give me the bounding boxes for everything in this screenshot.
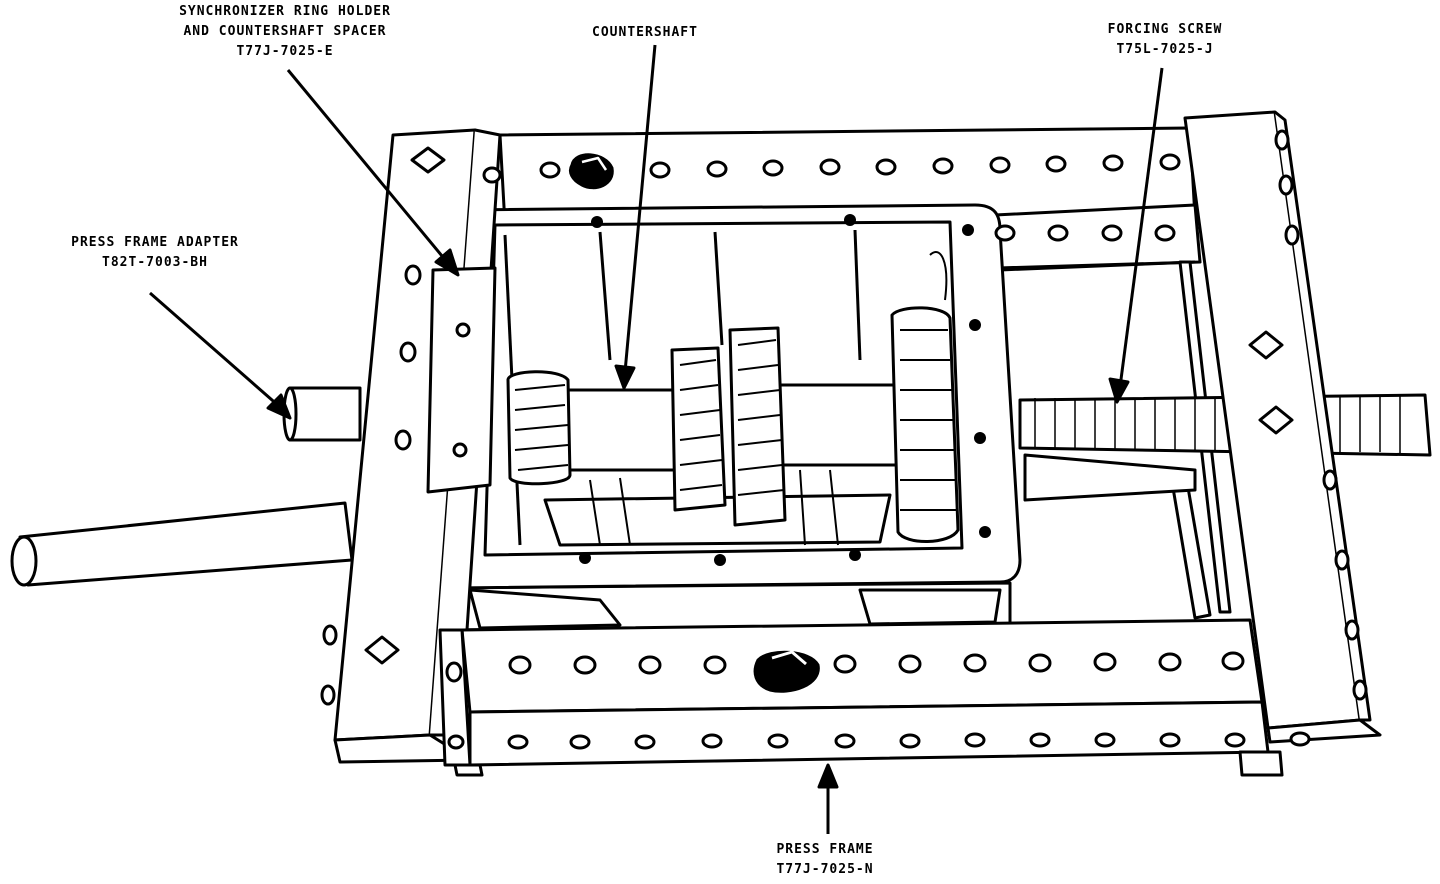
sync-ring-holder-plate (426, 266, 497, 494)
countershaft-line1: COUNTERSHAFT (592, 25, 698, 40)
sync-ring-holder-line1: SYNCHRONIZER RING HOLDER (179, 4, 391, 19)
adapter-tube (10, 386, 362, 587)
forcing-screw-label: FORCING SCREW T75L-7025-J (1050, 20, 1280, 60)
press-frame-part-number: T77J-7025-N (776, 862, 874, 877)
press-frame-line1: PRESS FRAME (776, 842, 874, 857)
press-frame-adapter-label: PRESS FRAME ADAPTER T82T-7003-BH (15, 233, 295, 273)
leader-lines (149, 44, 1164, 834)
forcing-screw-part-number: T75L-7025-J (1116, 42, 1214, 57)
transmission-case (438, 203, 1022, 632)
sync-ring-holder-line2: AND COUNTERSHAFT SPACER (183, 24, 387, 39)
press-frame-adapter-line1: PRESS FRAME ADAPTER (71, 235, 239, 250)
press-frame-label: PRESS FRAME T77J-7025-N (700, 840, 950, 880)
forcing-screw-line1: FORCING SCREW (1107, 22, 1223, 37)
front-rail (438, 618, 1284, 777)
press-frame-adapter-part-number: T82T-7003-BH (102, 255, 208, 270)
sync-ring-holder-part-number: T77J-7025-E (236, 44, 334, 59)
rail-holes (320, 129, 1368, 750)
back-rail-gear (568, 153, 614, 190)
countershaft-label: COUNTERSHAFT (545, 23, 745, 43)
sync-ring-holder-label: SYNCHRONIZER RING HOLDER AND COUNTERSHAF… (110, 2, 460, 62)
